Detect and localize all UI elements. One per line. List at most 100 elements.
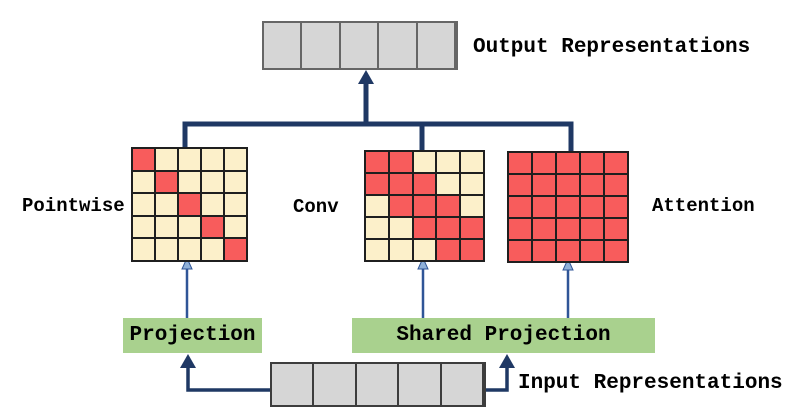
matrix-cell [436,151,461,173]
matrix-cell [508,218,532,240]
conv-matrix [364,150,485,262]
output-arrowhead-icon [358,70,374,84]
input-to-shared-projection-line [486,364,509,392]
matrix-cell [412,195,437,217]
matrix-cell [460,239,484,261]
matrix-cell [388,195,413,217]
output-representations-row [262,21,458,70]
matrix-cell [388,217,413,239]
shared-projection-arrowhead-icon [499,354,515,368]
matrix-cell [224,238,247,261]
matrix-cell [201,148,224,171]
representation-cell [302,23,341,68]
matrix-cell [132,238,155,261]
matrix-cell [155,170,178,194]
top-connector-line [182,121,574,153]
representation-cell [314,364,357,405]
pointwise-matrix [131,147,248,262]
projection-box: Projection [123,318,262,353]
conv-label: Conv [293,196,339,218]
matrix-cell [224,170,247,194]
matrix-cell [508,152,532,174]
output-representations-label: Output Representations [473,36,751,59]
representation-cell [272,364,315,405]
matrix-cell [436,217,461,239]
matrix-cell [412,239,437,261]
matrix-cell [460,151,484,173]
matrix-cell [460,195,484,217]
input-representations-row [270,362,486,407]
matrix-cell [132,193,155,216]
representation-cell [441,364,484,405]
matrix-cell [580,174,604,196]
matrix-cell [604,218,628,240]
matrix-cell [412,151,437,173]
matrix-cell [155,148,178,171]
matrix-cell [155,215,178,239]
matrix-cell [580,152,604,174]
matrix-cell [201,215,224,239]
representation-cell [417,23,456,68]
matrix-cell [132,148,155,171]
pointwise-label: Pointwise [22,195,125,217]
matrix-cell [388,239,413,261]
matrix-cell [388,173,413,195]
input-representations-label: Input Representations [518,372,783,395]
matrix-cell [155,193,178,216]
input-to-projection-line [186,364,270,392]
representation-cell [356,364,400,405]
matrix-cell [365,151,389,173]
matrix-cell [224,215,247,239]
matrix-cell [532,218,556,240]
matrix-cell [580,196,604,218]
matrix-cell [604,174,628,196]
matrix-cell [178,238,201,261]
matrix-cell [580,240,604,262]
matrix-cell [155,238,178,261]
matrix-cell [178,170,201,194]
matrix-cell [412,217,437,239]
representation-cell [264,23,303,68]
matrix-cell [365,217,389,239]
matrix-cell [556,218,580,240]
matrix-cell [532,196,556,218]
matrix-cell [201,193,224,216]
matrix-cell [508,196,532,218]
matrix-cell [556,152,580,174]
attention-matrix [507,151,629,263]
matrix-cell [365,239,389,261]
matrix-cell [201,238,224,261]
attention-arrowhead-icon [562,257,574,271]
matrix-cell [508,174,532,196]
representation-cell [379,23,418,68]
shared-projection-box: Shared Projection [352,318,655,353]
representation-cell [399,364,442,405]
matrix-cell [604,196,628,218]
matrix-cell [178,193,201,216]
matrix-cell [365,195,389,217]
matrix-cell [556,196,580,218]
matrix-cell [388,151,413,173]
matrix-cell [604,152,628,174]
matrix-cell [580,218,604,240]
matrix-cell [556,240,580,262]
matrix-cell [365,173,389,195]
matrix-cell [460,217,484,239]
matrix-cell [532,240,556,262]
matrix-cell [224,193,247,216]
matrix-cell [604,240,628,262]
matrix-cell [178,215,201,239]
matrix-cell [178,148,201,171]
matrix-cell [436,173,461,195]
matrix-cell [436,239,461,261]
matrix-cell [412,173,437,195]
matrix-cell [556,174,580,196]
representation-cell [340,23,380,68]
matrix-cell [132,215,155,239]
conv-arrowhead-icon [417,256,429,270]
matrix-cell [460,173,484,195]
projection-arrowhead-icon [180,354,196,368]
attention-label: Attention [652,195,755,217]
